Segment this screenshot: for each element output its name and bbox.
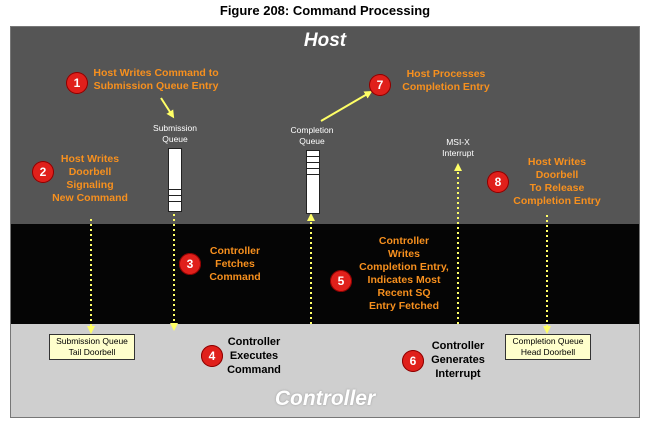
step-1-badge: 1 (66, 72, 88, 94)
figure-title: Figure 208: Command Processing (219, 3, 431, 18)
step-2-text: Host Writes Doorbell Signaling New Comma… (52, 153, 128, 204)
submission-queue-icon (168, 148, 182, 212)
step-8-text: Host Writes Doorbell To Release Completi… (513, 156, 601, 207)
arrow-step1 (160, 97, 175, 119)
step-2-badge: 2 (32, 161, 54, 183)
interconnect-region (11, 224, 639, 324)
controller-label: Controller (274, 387, 376, 410)
arrow-step7 (320, 90, 373, 122)
host-label: Host (303, 30, 347, 51)
arrows-layer (87, 90, 551, 334)
command-processing-diagram: Host Controller Submission Queue Complet… (10, 26, 640, 418)
step-1-text: Host Writes Command to Submission Queue … (93, 67, 219, 92)
step-4-badge: 4 (201, 345, 223, 367)
step-7-badge: 7 (369, 74, 391, 96)
step-8-badge: 8 (487, 171, 509, 193)
sq-tail-doorbell: Submission Queue Tail Doorbell (49, 334, 135, 360)
step-7-text: Host Processes Completion Entry (402, 68, 490, 93)
step-5-text: Controller Writes Completion Entry, Indi… (359, 235, 449, 312)
completion-queue-icon (306, 150, 320, 214)
step-5-badge: 5 (330, 270, 352, 292)
msix-interrupt-label: MSI-X Interrupt (442, 137, 474, 158)
step-6-badge: 6 (402, 350, 424, 372)
cq-head-doorbell: Completion Queue Head Doorbell (505, 334, 591, 360)
host-region (11, 27, 639, 224)
step-6-text: Controller Generates Interrupt (431, 340, 485, 380)
step-3-text: Controller Fetches Command (209, 245, 261, 283)
step-3-badge: 3 (179, 253, 201, 275)
submission-queue-label: Submission Queue (153, 123, 197, 144)
completion-queue-label: Completion Queue (290, 125, 334, 146)
step-4-text: Controller Executes Command (227, 336, 281, 376)
